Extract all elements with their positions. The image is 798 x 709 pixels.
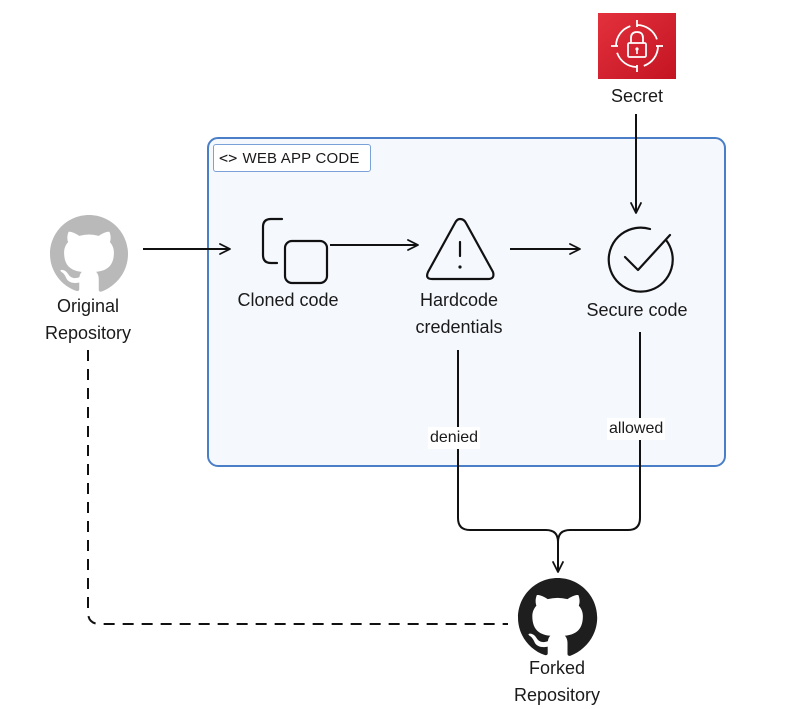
check-circle-icon <box>607 226 674 293</box>
original-repo-label: Original Repository <box>44 296 132 343</box>
code-brackets-icon: <> <box>219 149 238 167</box>
warning-triangle-icon <box>426 217 495 281</box>
group-tag: <> WEB APP CODE <box>213 144 371 172</box>
edge-denied <box>457 350 564 573</box>
secure-code-label: Secure code <box>586 300 688 320</box>
web-app-code-group <box>207 137 726 467</box>
github-icon <box>50 215 128 292</box>
allowed-edge-label: allowed <box>607 418 666 440</box>
edge-fork-relationship <box>87 350 508 625</box>
secret-label: Secret <box>610 86 664 106</box>
hardcode-credentials-label: Hardcode credentials <box>415 290 503 337</box>
group-label: WEB APP CODE <box>242 149 360 167</box>
lock-target-icon <box>598 13 676 79</box>
denied-edge-label: denied <box>428 427 481 449</box>
cloned-code-label: Cloned code <box>237 290 339 310</box>
edge-allowed <box>557 332 641 572</box>
copy-icon <box>261 217 329 285</box>
github-icon <box>518 578 598 656</box>
forked-repo-label: Forked Repository <box>513 658 601 705</box>
